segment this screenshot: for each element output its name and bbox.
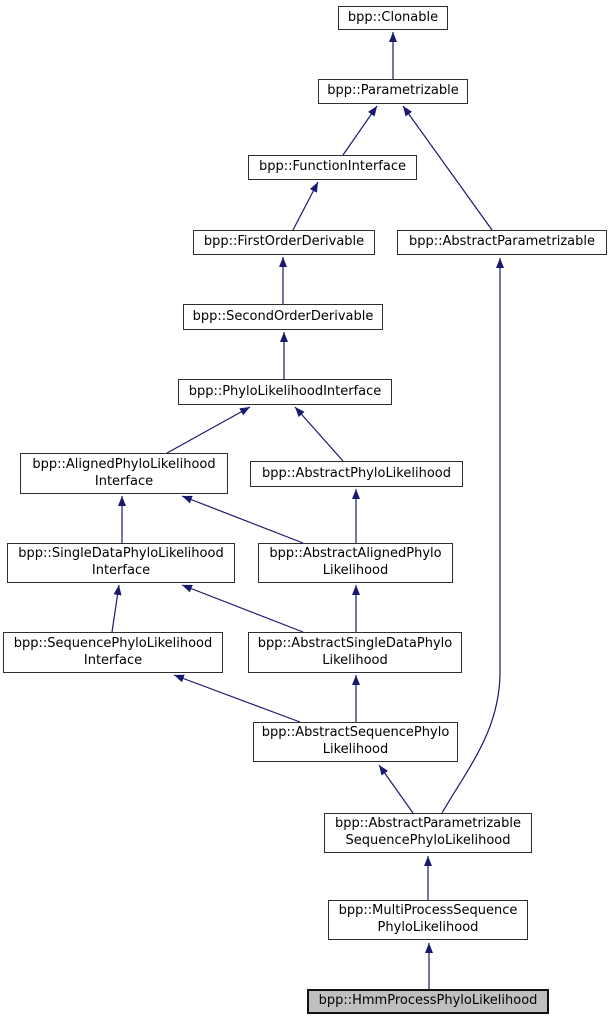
node-bpp-aligned-phylo-likelihood-interface[interactable]: bpp::AlignedPhyloLikelihood Interface [20, 453, 228, 494]
node-bpp-function-interface[interactable]: bpp::FunctionInterface [248, 155, 417, 180]
edge-abstract-parametrizable-sequence-phylo-likelihood-to-abstract-sequence-phylo-likelihood [378, 764, 414, 814]
edge-aligned-phylo-likelihood-interface-to-phylo-likelihood-interface [166, 406, 251, 454]
node-bpp-abstract-aligned-phylo-likelihood[interactable]: bpp::AbstractAlignedPhylo Likelihood [258, 543, 453, 583]
node-bpp-abstract-parametrizable-sequence-phylo-likelihood[interactable]: bpp::AbstractParametrizable SequencePhyl… [324, 813, 532, 853]
edge-abstract-sequence-phylo-likelihood-to-sequence-phylo-likelihood-interface [173, 674, 301, 723]
node-bpp-second-order-derivable[interactable]: bpp::SecondOrderDerivable [183, 304, 383, 330]
node-bpp-clonable[interactable]: bpp::Clonable [338, 6, 448, 30]
node-bpp-abstract-sequence-phylo-likelihood[interactable]: bpp::AbstractSequencePhylo Likelihood [253, 722, 458, 762]
node-bpp-abstract-phylo-likelihood[interactable]: bpp::AbstractPhyloLikelihood [250, 461, 463, 487]
edge-abstract-parametrizable-sequence-phylo-likelihood-to-abstract-parametrizable [441, 258, 504, 814]
edge-abstract-aligned-phylo-likelihood-to-aligned-phylo-likelihood-interface [181, 495, 304, 544]
node-bpp-parametrizable[interactable]: bpp::Parametrizable [318, 79, 468, 104]
node-bpp-phylo-likelihood-interface[interactable]: bpp::PhyloLikelihoodInterface [178, 379, 392, 405]
node-bpp-abstract-single-data-phylo-likelihood[interactable]: bpp::AbstractSingleDataPhylo Likelihood [248, 632, 462, 673]
edge-function-interface-to-parametrizable [342, 105, 378, 156]
node-bpp-sequence-phylo-likelihood-interface[interactable]: bpp::SequencePhyloLikelihood Interface [3, 632, 223, 673]
node-bpp-first-order-derivable[interactable]: bpp::FirstOrderDerivable [193, 230, 375, 255]
edge-first-order-derivable-to-function-interface [292, 181, 319, 231]
edge-abstract-phylo-likelihood-to-phylo-likelihood-interface [294, 406, 344, 462]
edge-abstract-single-data-phylo-likelihood-to-single-data-phylo-likelihood-interface [181, 584, 304, 633]
node-bpp-hmm-process-phylo-likelihood: bpp::HmmProcessPhyloLikelihood [307, 989, 549, 1014]
node-bpp-multi-process-sequence-phylo-likelihood[interactable]: bpp::MultiProcessSequence PhyloLikelihoo… [328, 900, 528, 940]
node-bpp-single-data-phylo-likelihood-interface[interactable]: bpp::SingleDataPhyloLikelihood Interface [7, 543, 235, 583]
edge-sequence-phylo-likelihood-interface-to-single-data-phylo-likelihood-interface [111, 584, 122, 633]
edge-abstract-parametrizable-to-parametrizable [402, 105, 493, 231]
node-bpp-abstract-parametrizable[interactable]: bpp::AbstractParametrizable [397, 230, 607, 255]
